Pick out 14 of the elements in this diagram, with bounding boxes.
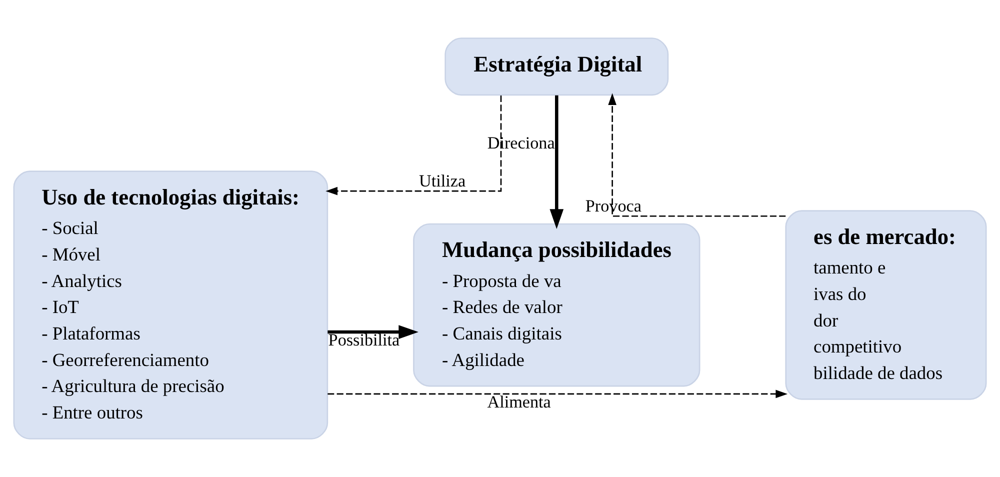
edge-label: Provoca [585, 196, 642, 216]
edge-label: Possibilita [328, 330, 400, 350]
arrow [328, 325, 418, 339]
node-box: Mudança possibilidades - Proposta de va - Redes de valor - Canais digitais - Agilidade [413, 223, 700, 387]
edge-label: Direciona [487, 133, 555, 152]
arrow [608, 93, 786, 217]
edge-label: Utiliza [419, 171, 466, 190]
node-box: Estratégia Digital [444, 38, 669, 96]
arrow [550, 95, 564, 229]
node-box: Uso de tecnologias digitais: - Social - Móvel - Analytics - IoT - Plataformas - Georreferenciamento - Agricultura de precisão - Entre outros [13, 170, 328, 440]
arrow [326, 95, 502, 196]
edge-label: Alimenta [487, 392, 551, 412]
node-box: es de mercado: tamento e ivas do dor competitivo bilidade de dados [785, 210, 987, 400]
arrow [328, 390, 788, 398]
